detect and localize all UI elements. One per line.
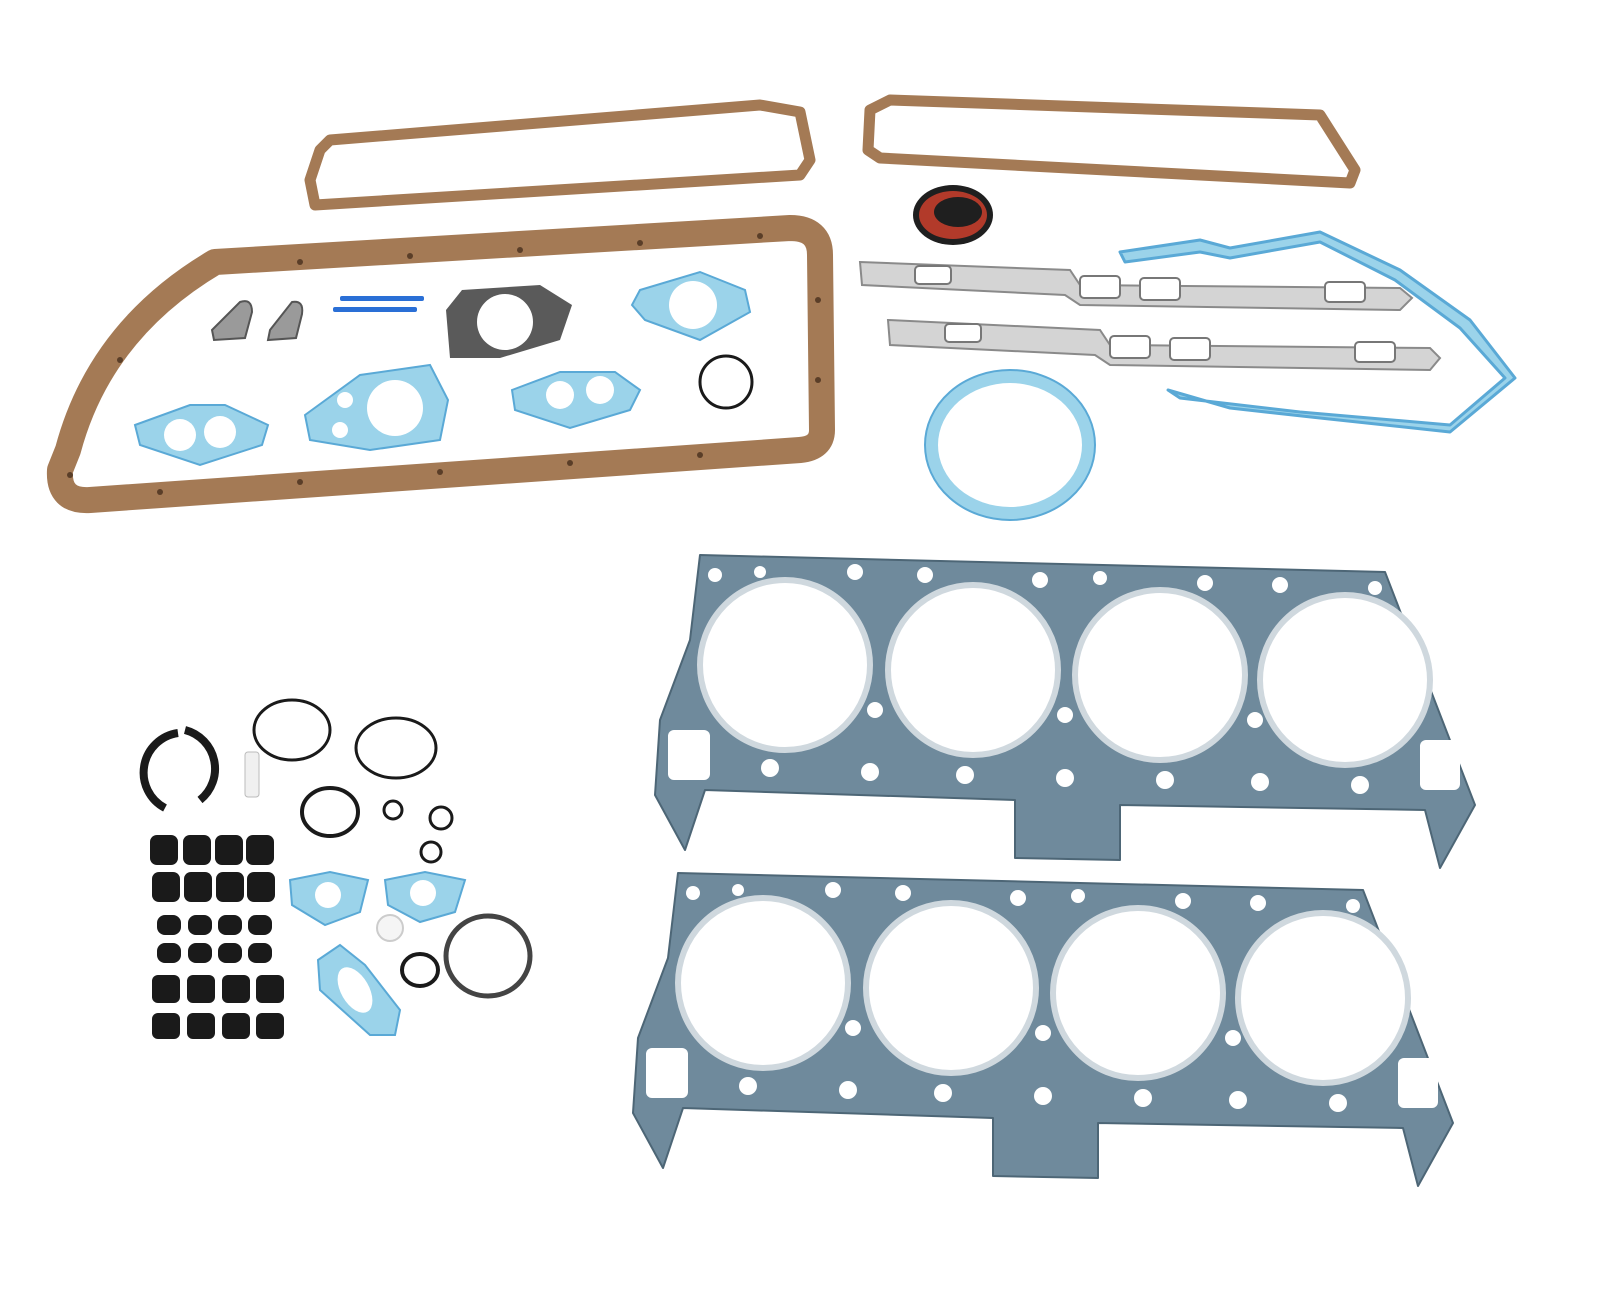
cylinder-head-gasket-lower [632,872,1454,1187]
valve-cover-gasket-right [862,94,1361,189]
valve-stem-seals [150,835,284,1039]
small-gaskets-inside-pan [133,270,754,467]
valve-cover-gasket-left [304,99,816,211]
oil-pan-gasket [46,215,835,514]
crankshaft-seal [913,185,993,245]
exhaust-manifold-gaskets [858,260,1442,372]
small-parts-group [139,698,533,1036]
round-paper-gasket [924,369,1096,521]
cylinder-head-gasket-upper [654,554,1476,869]
timing-cover-gasket [1118,230,1517,434]
